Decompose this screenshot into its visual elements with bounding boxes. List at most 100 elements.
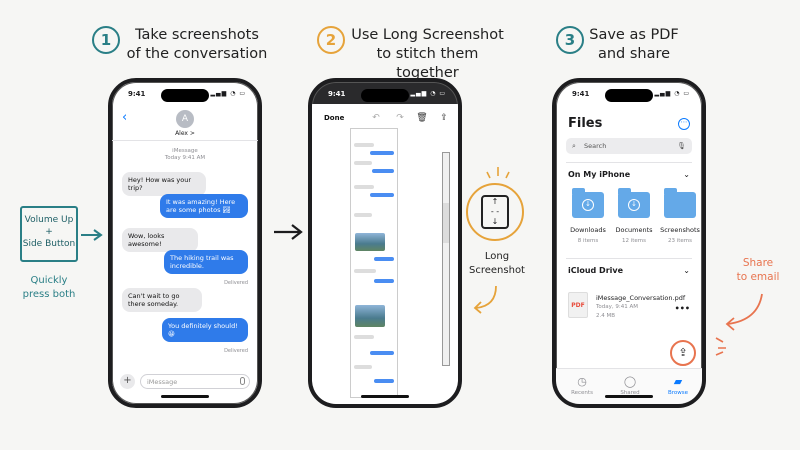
download-icon: ↓ <box>582 199 594 211</box>
share-to-email-text: Share to email <box>724 256 792 284</box>
step-2-title: Use Long Screenshot to stitch them toget… <box>345 26 510 83</box>
chevron-down-icon[interactable]: ⌄ <box>683 266 690 275</box>
message-bubble-incoming: Can't wait to go there someday. <box>122 288 202 312</box>
file-name[interactable]: iMessage_Conversation.pdf <box>596 294 686 302</box>
search-icon: ⌕ <box>572 142 576 150</box>
undo-icon[interactable]: ↶ <box>372 113 380 123</box>
folder-label: Screenshots <box>660 226 700 234</box>
home-indicator <box>361 395 409 398</box>
sparkle-icon <box>486 167 510 179</box>
tab-label: Browse <box>667 390 689 396</box>
plus-icon[interactable]: + <box>120 374 135 389</box>
person-icon: ◯ <box>623 375 637 388</box>
search-input[interactable]: ⌕ Search 🎙 <box>566 138 692 154</box>
message-input[interactable]: iMessage <box>140 374 250 389</box>
page-title: Files <box>568 116 603 131</box>
microphone-icon[interactable] <box>240 377 245 385</box>
divider <box>566 258 692 259</box>
arrow-right-icon <box>274 224 303 240</box>
pdf-file-icon[interactable]: PDF <box>568 292 588 318</box>
divider <box>566 162 692 163</box>
service-label: iMessage <box>172 148 198 154</box>
dynamic-island <box>605 89 653 102</box>
download-icon: ↓ <box>628 199 640 211</box>
files-phone: 9:41 ▂▄▆ ◔ ▭ Files ⋯ ⌕ Search 🎙 On My iP… <box>552 78 706 408</box>
scrubber-thumb[interactable] <box>443 203 449 243</box>
tab-label: Shared <box>620 390 640 396</box>
header-divider <box>112 140 258 141</box>
message-bubble-incoming: Wow, looks awesome! <box>122 228 198 252</box>
press-line2: press both <box>22 289 76 300</box>
step-1-title: Take screenshots of the conversation <box>122 26 272 64</box>
folder-documents[interactable]: ↓ <box>618 188 650 218</box>
mini-photo <box>355 233 385 251</box>
share-icon[interactable]: ⇪ <box>670 340 696 366</box>
more-options-icon[interactable]: ••• <box>674 304 690 313</box>
step-3-line1: Save as PDF <box>589 27 679 43</box>
mini-bubble <box>354 161 372 165</box>
mini-bubble <box>354 365 372 369</box>
more-icon[interactable]: ⋯ <box>678 118 690 130</box>
search-placeholder: Search <box>584 142 607 150</box>
step-3-title: Save as PDF and share <box>584 26 684 64</box>
arrow-right-icon <box>81 229 103 241</box>
mini-bubble <box>370 351 394 355</box>
status-time: 9:41 <box>572 90 590 98</box>
status-time: 9:41 <box>128 90 146 98</box>
dynamic-island <box>361 89 409 102</box>
dynamic-island <box>161 89 209 102</box>
file-size: 2.4 MB <box>596 313 616 319</box>
step-1-line1: Take screenshots <box>135 27 259 43</box>
step-2-line2: to stitch them together <box>376 46 479 81</box>
contact-avatar[interactable]: A <box>176 110 194 128</box>
tab-recents[interactable]: ◷ Recents <box>560 375 604 396</box>
conversation-timestamp: Today 9:41 AM <box>164 155 206 161</box>
mini-bubble <box>370 151 394 155</box>
back-chevron-icon[interactable]: ‹ <box>122 110 128 125</box>
file-date: Today, 9:41 AM <box>596 304 639 310</box>
status-icons: ▂▄▆ ◔ ▭ <box>210 90 246 97</box>
buttons-callout: Volume Up + Side Button <box>20 206 78 262</box>
long-screenshot-icon-circle: ↑- -↓ <box>466 183 524 241</box>
folder-label: Documents <box>615 226 653 234</box>
folder-count: 23 items <box>667 238 693 244</box>
mini-bubble <box>354 335 374 339</box>
side-button-label: Side Button <box>22 239 76 249</box>
mini-bubble <box>374 379 394 383</box>
step-3-number: 3 <box>556 26 584 54</box>
done-button[interactable]: Done <box>324 114 345 122</box>
contact-name[interactable]: Alex > <box>175 130 195 137</box>
folder-screenshots[interactable] <box>664 188 696 218</box>
section-icloud-drive[interactable]: iCloud Drive <box>568 266 624 275</box>
status-icons: ▂▄▆ ◔ ▭ <box>654 90 690 97</box>
long-screenshot-icon: ↑- -↓ <box>481 195 509 229</box>
stitched-screenshot[interactable] <box>350 128 398 398</box>
mini-bubble <box>354 269 376 273</box>
mini-bubble <box>354 185 374 189</box>
curved-arrow-icon <box>473 285 497 314</box>
curved-arrow-icon <box>725 293 763 331</box>
folder-downloads[interactable]: ↓ <box>572 188 604 218</box>
microphone-icon[interactable]: 🎙 <box>677 142 686 150</box>
folder-count: 12 items <box>621 238 647 244</box>
home-indicator <box>605 395 653 398</box>
plus-label: + <box>45 227 53 237</box>
home-indicator <box>161 395 209 398</box>
redo-icon[interactable]: ↷ <box>396 113 404 123</box>
share-icon[interactable]: ⇪ <box>440 113 448 123</box>
section-on-my-iphone[interactable]: On My iPhone <box>568 170 631 179</box>
mini-bubble <box>374 279 394 283</box>
step-2-line1: Use Long Screenshot <box>351 27 504 43</box>
scroll-scrubber[interactable] <box>442 152 450 366</box>
mini-bubble <box>354 213 372 217</box>
trash-icon[interactable]: 🗑 <box>416 113 428 123</box>
mini-bubble <box>370 193 394 197</box>
tab-browse[interactable]: ▰ Browse <box>656 375 700 396</box>
status-icons: ▂▄▆ ◔ ▭ <box>410 90 446 97</box>
delivered-label: Delivered <box>224 280 248 286</box>
tab-shared[interactable]: ◯ Shared <box>608 375 652 396</box>
mini-bubble <box>374 257 394 261</box>
chevron-down-icon[interactable]: ⌄ <box>683 170 690 179</box>
conversation-header: iMessage Today 9:41 AM <box>112 148 258 162</box>
mini-photo <box>355 305 385 327</box>
